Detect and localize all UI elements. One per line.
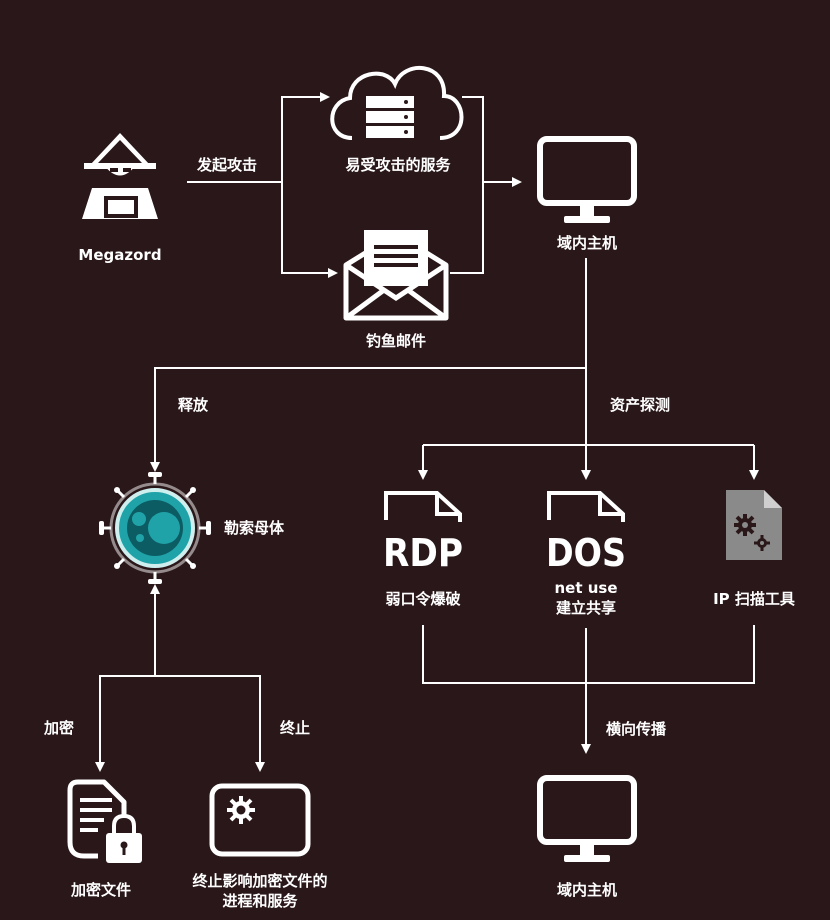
edge-label-launch-attack: 发起攻击 xyxy=(197,156,258,174)
edge-to-phishing-mail xyxy=(281,182,338,278)
virus-icon xyxy=(99,472,211,584)
edge-encrypt-terminate-bar xyxy=(99,675,261,768)
edge-label-encrypt: 加密 xyxy=(44,719,75,737)
terminate-label-line2: 进程和服务 xyxy=(222,892,298,910)
dos-label-line2: 建立共享 xyxy=(555,599,617,617)
terminate-label-line1: 终止影响加密文件的 xyxy=(192,872,328,890)
edge-label-lateral-move: 横向传播 xyxy=(606,720,667,738)
domain-host-top-label: 域内主机 xyxy=(556,234,618,252)
edge-to-vulnerable-service xyxy=(281,92,330,182)
hacker-icon xyxy=(82,133,158,219)
rdp-file-text: RDP xyxy=(383,531,463,575)
attacker-label: Megazord xyxy=(78,246,162,264)
domain-host-bottom-label: 域内主机 xyxy=(556,881,618,899)
encrypt-file-label: 加密文件 xyxy=(70,881,132,899)
envelope-icon xyxy=(343,230,449,321)
connectors xyxy=(95,92,759,772)
edge-service-merge xyxy=(450,96,484,274)
vulnerable-service-label: 易受攻击的服务 xyxy=(345,156,451,174)
rdp-label: 弱口令爆破 xyxy=(385,590,461,608)
dos-label-line1: net use xyxy=(554,579,618,597)
dos-file-icon: DOS xyxy=(546,491,626,575)
cloud-server-icon xyxy=(330,65,464,140)
rdp-file-icon: RDP xyxy=(383,491,463,575)
locked-document-icon xyxy=(67,779,142,863)
monitor-icon xyxy=(537,136,637,223)
dos-file-text: DOS xyxy=(546,531,626,575)
edge-release-to-ransomware xyxy=(150,367,586,472)
ransomware-label: 勒索母体 xyxy=(224,519,285,537)
edge-tools-merge xyxy=(422,625,755,684)
gear-window-icon xyxy=(209,783,311,857)
ip-scan-label: IP 扫描工具 xyxy=(713,590,795,608)
edge-label-release: 释放 xyxy=(178,396,209,414)
phishing-mail-label: 钓鱼邮件 xyxy=(365,332,427,350)
edge-label-terminate: 终止 xyxy=(280,719,311,737)
monitor-icon xyxy=(537,775,637,862)
gear-file-icon xyxy=(726,490,782,560)
edge-label-asset-probe: 资产探测 xyxy=(610,396,671,414)
